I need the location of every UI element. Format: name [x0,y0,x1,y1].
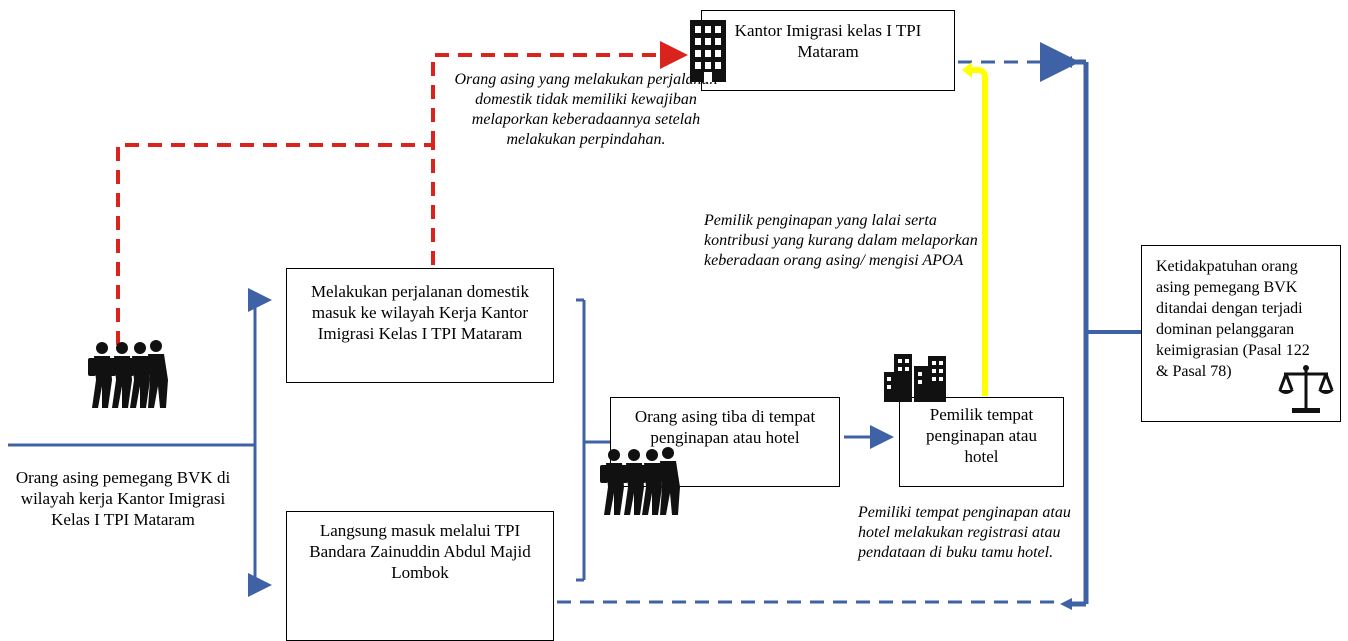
domestic-dashed-route [116,143,435,345]
node-domestik: Melakukan perjalanan domestik masuk ke w… [286,268,554,383]
domestic-note: Orang asing yang melakukan perjalanan do… [454,71,718,148]
hikers-icon [88,340,168,408]
scales-icon [1278,365,1334,413]
node-langsung: Langsung masuk melalui TPI Bandara Zainu… [286,511,554,641]
registration-note: Pemiliki tempat penginapan atau hotel me… [858,504,1071,561]
building-icon [690,20,726,82]
node-kantor: Kantor Imigrasi kelas I TPI Mataram [701,10,955,91]
connector-lines [8,41,1141,610]
node-ketidakpatuhan: Ketidakpatuhan orang asing pemegang BVK … [1141,245,1341,422]
start-label: Orang asing pemegang BVK di wilayah kerj… [15,468,231,529]
domestic-to-kantor-route [431,41,688,145]
owner-note: Pemilik penginapan yang lalai serta kont… [704,212,978,269]
node-pemilik: Pemilik tempat penginapan atau hotel [899,397,1064,487]
hikers-icon [600,447,680,515]
city-buildings-icon [884,354,946,402]
owner-report-arrow [970,67,988,396]
